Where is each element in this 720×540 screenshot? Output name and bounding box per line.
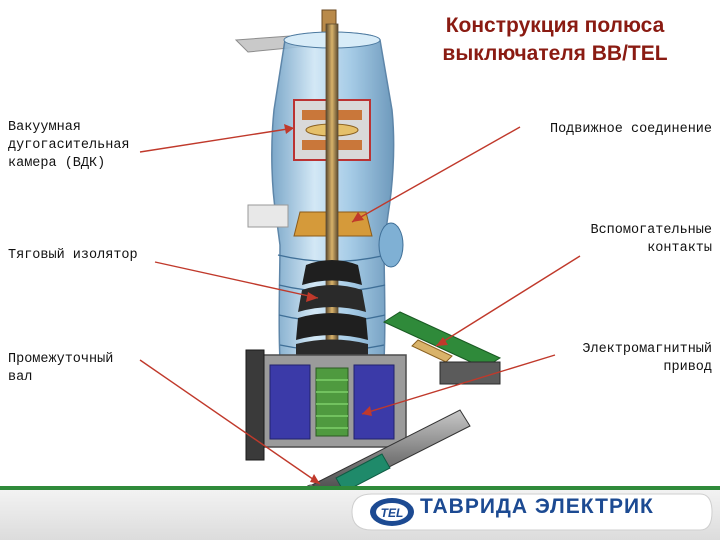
label-intermediate-shaft: Промежуточный вал bbox=[8, 352, 114, 385]
label-movable-joint: Подвижное соединение bbox=[549, 122, 712, 137]
arrow-aux-contacts bbox=[435, 255, 581, 347]
label-auxiliary-contacts: Вспомогательные контакты bbox=[590, 223, 712, 256]
brand-logo-mark: TEL bbox=[370, 498, 414, 526]
arrowhead-intermediate-shaft bbox=[310, 474, 320, 484]
arrowhead-traction-insulator bbox=[306, 292, 318, 302]
electromagnetic-drive bbox=[245, 349, 407, 461]
logo-mark-text: TEL bbox=[381, 506, 404, 520]
label-electromagnetic-drive: Электромагнитный привод bbox=[582, 342, 712, 375]
arrowhead-movable-joint bbox=[352, 212, 364, 222]
label-vacuum-chamber: Вакуумная дугогасительная камера (ВДК) bbox=[8, 120, 130, 171]
arrowhead-aux-contacts bbox=[436, 337, 448, 346]
arrowhead-vdk bbox=[284, 124, 294, 134]
arrow-intermediate-shaft bbox=[139, 359, 321, 485]
arrow-em-drive bbox=[361, 354, 556, 415]
arrow-vdk bbox=[139, 127, 295, 153]
brand-name: ТАВРИДА ЭЛЕКТРИК bbox=[420, 495, 654, 518]
label-traction-insulator: Тяговый изолятор bbox=[8, 248, 138, 263]
arrowhead-em-drive bbox=[362, 406, 372, 416]
pointer-arrows bbox=[139, 124, 581, 485]
arrow-movable-joint bbox=[351, 126, 521, 223]
slide-title: Конструкция полюса выключателя ВВ/TEL bbox=[442, 14, 668, 65]
footer-band bbox=[0, 486, 720, 540]
arrow-traction-insulator bbox=[154, 261, 319, 299]
